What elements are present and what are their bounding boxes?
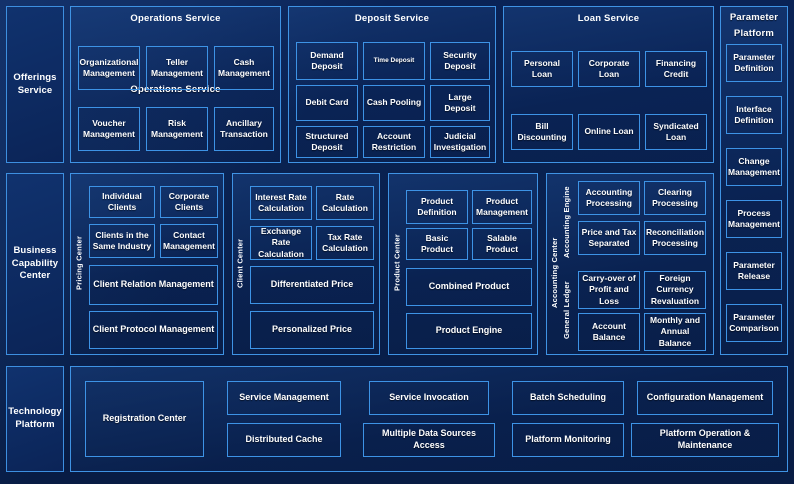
panel-parameter-platform-title-line2: Platform bbox=[733, 28, 775, 39]
cell-platform-monitoring[interactable]: Platform Monitoring bbox=[512, 423, 624, 457]
cell-personalized-price[interactable]: Personalized Price bbox=[250, 311, 374, 349]
cell-tax-rate-calculation[interactable]: Tax Rate Calculation bbox=[316, 226, 374, 260]
panel-loan-service-title: Loan Service bbox=[577, 13, 640, 24]
cell-parameter-definition[interactable]: Parameter Definition bbox=[726, 44, 782, 82]
panel-operations-service-title: Operations Service bbox=[130, 13, 221, 24]
cell-debit-card[interactable]: Debit Card bbox=[296, 85, 358, 121]
cell-parameter-comparison[interactable]: Parameter Comparison bbox=[726, 304, 782, 342]
cell-teller-management[interactable]: Teller Management bbox=[146, 46, 208, 90]
cell-bill-discounting[interactable]: Bill Discounting bbox=[511, 114, 573, 150]
cell-cash-pooling[interactable]: Cash Pooling bbox=[363, 85, 425, 121]
panel-parameter-platform bbox=[720, 6, 788, 355]
cell-registration-center[interactable]: Registration Center bbox=[85, 381, 204, 457]
panel-product-center bbox=[388, 173, 538, 355]
cell-clients-in-the-same-industry[interactable]: Clients in the Same Industry bbox=[89, 224, 155, 258]
cell-combined-product[interactable]: Combined Product bbox=[406, 268, 532, 306]
row-label-business-capability-center-text: Business Capability Center bbox=[11, 244, 59, 282]
cell-product-engine[interactable]: Product Engine bbox=[406, 313, 532, 349]
cell-clearing-processing[interactable]: Clearing Processing bbox=[644, 181, 706, 215]
cell-cash-management[interactable]: Cash Management bbox=[214, 46, 274, 90]
cell-platform-operation-and-maintenance[interactable]: Platform Operation & Maintenance bbox=[631, 423, 779, 457]
panel-deposit-service: Deposit Service bbox=[288, 6, 496, 163]
cell-account-balance[interactable]: Account Balance bbox=[578, 313, 640, 351]
cell-parameter-release[interactable]: Parameter Release bbox=[726, 252, 782, 290]
cell-salable-product[interactable]: Salable Product bbox=[472, 228, 532, 260]
panel-operations-service: Operations Service bbox=[70, 6, 281, 163]
cell-ancillary-transaction[interactable]: Ancillary Transaction bbox=[214, 107, 274, 151]
panel-deposit-service-title: Deposit Service bbox=[354, 13, 430, 24]
cell-exchange-rate-calculation[interactable]: Exchange Rate Calculation bbox=[250, 226, 312, 260]
cell-personal-loan[interactable]: Personal Loan bbox=[511, 51, 573, 87]
cell-batch-scheduling[interactable]: Batch Scheduling bbox=[512, 381, 624, 415]
cell-security-deposit[interactable]: Security Deposit bbox=[430, 42, 490, 80]
cell-client-relation-management[interactable]: Client Relation Management bbox=[89, 265, 218, 305]
cell-client-protocol-management[interactable]: Client Protocol Management bbox=[89, 311, 218, 349]
cell-service-invocation[interactable]: Service Invocation bbox=[369, 381, 489, 415]
panel-parameter-platform-title-line1: Parameter bbox=[729, 12, 779, 23]
cell-differentiated-price[interactable]: Differentiated Price bbox=[250, 266, 374, 304]
panel-loan-service: Loan Service bbox=[503, 6, 714, 163]
cell-rate-calculation[interactable]: Rate Calculation bbox=[316, 186, 374, 220]
panel-product-center-label: Product Center bbox=[392, 234, 402, 292]
subgroup-accounting-engine-label: Accounting Engine bbox=[562, 186, 571, 258]
panel-pricing-center-label: Pricing Center bbox=[74, 235, 84, 291]
row-label-technology-platform: Technology Platform bbox=[6, 366, 64, 472]
cell-multiple-data-sources-access[interactable]: Multiple Data Sources Access bbox=[363, 423, 495, 457]
panel-client-center bbox=[232, 173, 380, 355]
row-label-business-capability-center: Business Capability Center bbox=[6, 173, 64, 355]
cell-change-management[interactable]: Change Management bbox=[726, 148, 782, 186]
cell-process-management[interactable]: Process Management bbox=[726, 200, 782, 238]
cell-financing-credit[interactable]: Financing Credit bbox=[645, 51, 707, 87]
panel-technology-platform bbox=[70, 366, 788, 472]
panel-accounting-center-label: Accounting Center bbox=[550, 237, 559, 309]
cell-judicial-investigation[interactable]: Judicial Investigation bbox=[430, 126, 490, 158]
cell-structured-deposit[interactable]: Structured Deposit bbox=[296, 126, 358, 158]
cell-monthly-and-annual-balance[interactable]: Monthly and Annual Balance bbox=[644, 313, 706, 351]
cell-voucher-management[interactable]: Voucher Management bbox=[78, 107, 140, 151]
row-label-offerings-service-text: Offerings Service bbox=[13, 71, 57, 96]
cell-product-management[interactable]: Product Management bbox=[472, 190, 532, 224]
cell-corporate-loan[interactable]: Corporate Loan bbox=[578, 51, 640, 87]
cell-syndicated-loan[interactable]: Syndicated Loan bbox=[645, 114, 707, 150]
cell-organizational-management[interactable]: Organizational Management bbox=[78, 46, 140, 90]
cell-contact-management[interactable]: Contact Management bbox=[160, 224, 218, 258]
cell-large-deposit[interactable]: Large Deposit bbox=[430, 85, 490, 121]
cell-product-definition[interactable]: Product Definition bbox=[406, 190, 468, 224]
row-label-offerings-service: Offerings Service bbox=[6, 6, 64, 163]
panel-accounting-center bbox=[546, 173, 714, 355]
panel-pricing-center bbox=[70, 173, 224, 355]
cell-online-loan[interactable]: Online Loan bbox=[578, 114, 640, 150]
cell-accounting-processing[interactable]: Accounting Processing bbox=[578, 181, 640, 215]
cell-account-restriction[interactable]: Account Restriction bbox=[363, 126, 425, 158]
panel-client-center-label: Client Center bbox=[235, 238, 245, 288]
cell-distributed-cache[interactable]: Distributed Cache bbox=[227, 423, 341, 457]
cell-demand-deposit[interactable]: Demand Deposit bbox=[296, 42, 358, 80]
cell-reconciliation-processing[interactable]: Reconciliation Processing bbox=[644, 221, 706, 255]
cell-time-deposit[interactable]: Time Deposit bbox=[363, 42, 425, 80]
cell-foreign-currency-revaluation[interactable]: Foreign Currency Revaluation bbox=[644, 271, 706, 309]
cell-corporate-clients[interactable]: Corporate Clients bbox=[160, 186, 218, 218]
cell-price-and-tax-separated[interactable]: Price and Tax Separated bbox=[578, 221, 640, 255]
cell-service-management[interactable]: Service Management bbox=[227, 381, 341, 415]
cell-interest-rate-calculation[interactable]: Interest Rate Calculation bbox=[250, 186, 312, 220]
row-label-technology-platform-text: Technology Platform bbox=[8, 406, 62, 430]
cell-risk-management[interactable]: Risk Management bbox=[146, 107, 208, 151]
cell-carry-over-of-profit-and-loss[interactable]: Carry-over of Profit and Loss bbox=[578, 271, 640, 309]
cell-configuration-management[interactable]: Configuration Management bbox=[637, 381, 773, 415]
cell-interface-definition[interactable]: Interface Definition bbox=[726, 96, 782, 134]
subgroup-general-ledger-label: General Ledger bbox=[562, 281, 571, 339]
cell-basic-product[interactable]: Basic Product bbox=[406, 228, 468, 260]
cell-individual-clients[interactable]: Individual Clients bbox=[89, 186, 155, 218]
